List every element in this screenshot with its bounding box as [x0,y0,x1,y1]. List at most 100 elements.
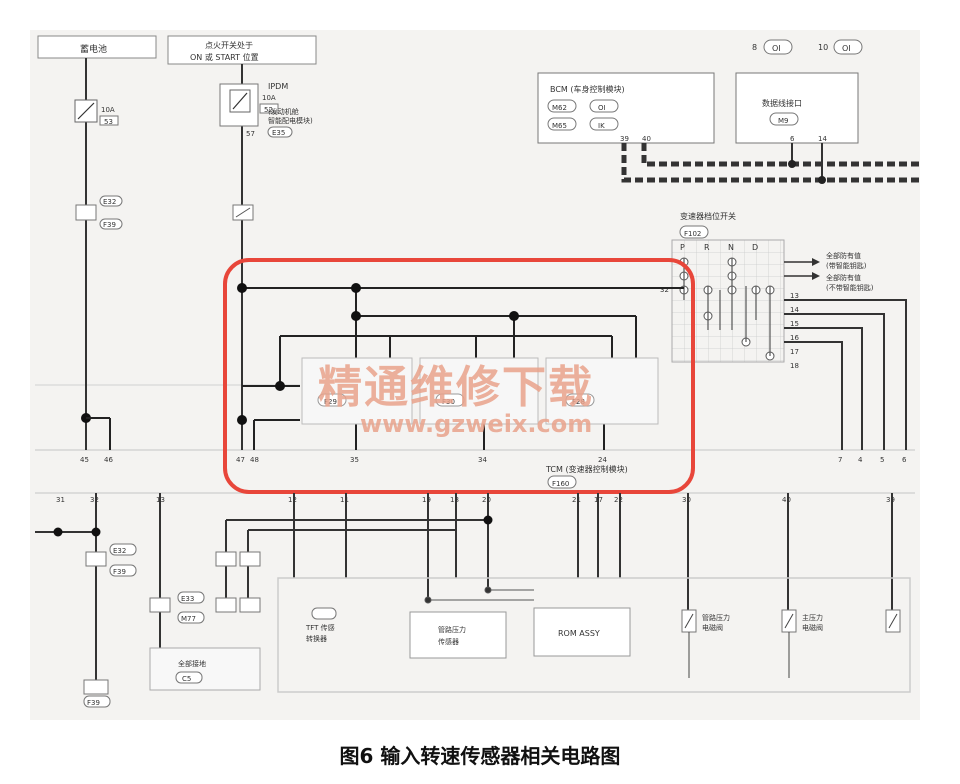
right-label-a1: 全部防有值 [826,251,861,260]
battery-label: 蓄电池 [80,43,107,55]
tcm-pin-22: 22 [614,496,623,504]
sensor-box-1 [301,357,413,425]
range-pin-16: 16 [790,334,799,342]
datalink-box [735,72,859,144]
battery-box [37,35,157,59]
tcm-pin-46: 46 [104,456,113,464]
tcm-conn: F160 [552,480,569,488]
datalink-conn: M9 [778,117,789,125]
tcm-pin-34: 34 [478,456,487,464]
bcm-conn1b: OI [598,104,606,112]
sensor-box-3 [545,357,659,425]
right-label-b1: 全部防有值 [826,273,861,282]
tcm-pin-35: 35 [350,456,359,464]
top-ref2-num: 10 [818,43,828,52]
tcm-pin-31: 31 [56,496,65,504]
datalink-pin-b: 14 [818,135,827,143]
range-switch-conn: F102 [684,230,701,238]
sol1-line2: 电磁阀 [702,623,723,632]
range-pin-17: 17 [790,348,799,356]
bcm-conn1: M62 [552,104,567,112]
watermark-url: www.gzweix.com [360,410,592,438]
watermark-cn: 精通维修下载 [318,362,594,413]
ipdm-line1: (发动机舱 [268,107,299,116]
bottom-conn-2: F39 [113,568,126,576]
fuse-ipdm-num: 52 [264,106,273,114]
sol1-line1: 管路压力 [702,613,730,622]
fuse-ipdm-rating: 10A [262,94,276,102]
sol2-line2: 电磁阀 [802,623,823,632]
tcm-pin-21: 21 [572,496,581,504]
tcm-pin-39: 39 [886,496,895,504]
top-ref2: OI [842,44,851,53]
tcm-pin-5: 5 [880,456,884,464]
bcm-pin-a: 39 [620,135,629,143]
bcm-conn2b: IK [598,122,605,130]
range-pin-32: 32 [660,286,669,294]
ground-module [149,647,261,691]
bottom-conn-1: E32 [113,547,126,555]
range-pin-15: 15 [790,320,799,328]
tcm-pin-45: 45 [80,456,89,464]
range-switch-grid [671,239,785,363]
conn-left-2: F39 [103,221,116,229]
tcm-pin-30: 30 [682,496,691,504]
tcm-pin-7: 7 [838,456,842,464]
bcm-conn2: M65 [552,122,567,130]
range-col-n: N [728,243,734,252]
tcm-pin-13: 13 [156,496,165,504]
ignition-line1: 点火开关处于 [205,40,253,50]
conn-left-1: E32 [103,198,116,206]
tcm-lower-frame [277,577,911,693]
bcm-pin-b: 40 [642,135,651,143]
range-col-r: R [704,243,710,252]
sensor-box-2 [419,357,539,425]
tcm-pin-19: 19 [422,496,431,504]
tcm-pin-48: 48 [250,456,259,464]
sensor-2-conn: F30 [442,398,455,406]
range-switch-title: 变速器档位开关 [680,211,736,221]
bottom-conn-4: M77 [181,615,196,623]
tcm-pin-6: 6 [902,456,907,464]
figure-caption: 图6 输入转速传感器相关电路图 [339,744,621,768]
tcm-pin-18: 18 [450,496,459,504]
ipdm-pin: 57 [246,130,255,138]
top-ref1: OI [772,44,781,53]
bottom-misc-ref: C5 [182,675,191,683]
right-label-b2: (不带智能钥匙) [826,283,874,292]
sensor-3-conn: F28 [572,398,585,406]
bottom-gnd-ref: F39 [87,699,100,707]
tcm-pin-24: 24 [598,456,607,464]
pressure-line1: 管路压力 [438,625,466,634]
rom-assy: ROM ASSY [558,629,600,638]
tcm-title: TCM (变速器控制模块) [545,464,628,474]
range-pin-13: 13 [790,292,799,300]
tcm-pin-20: 20 [482,496,491,504]
ipdm-conn: E35 [272,129,285,137]
tcm-pin-47: 47 [236,456,245,464]
highlight-frame [223,258,695,494]
tcm-pin-4: 4 [858,456,863,464]
range-col-d: D [752,243,758,252]
sol2-line1: 主压力 [802,613,823,622]
top-ref1-num: 8 [752,43,757,52]
pressure-sensor-box [409,611,507,659]
datalink-title: 数据线接口 [762,98,802,108]
pnp-line1: TFT 传感 [305,623,335,632]
pnp-line2: 转换器 [306,634,327,643]
ignition-line2: ON 或 START 位置 [190,52,259,62]
right-label-a2: (带智能钥匙) [826,261,867,270]
ipdm-title: IPDM [268,82,288,91]
range-pin-14: 14 [790,306,799,314]
ipdm-line2: 智能配电模块) [268,116,313,125]
fuse-left-num: 53 [104,118,113,126]
bcm-title: BCM (车身控制模块) [550,84,625,94]
bottom-conn-3: E33 [181,595,194,603]
sensor-1-conn: F29 [324,398,337,406]
ignition-box [167,35,317,65]
gnd-label: 全部接地 [178,659,206,668]
range-pin-18: 18 [790,362,799,370]
pressure-line2: 传感器 [438,637,459,646]
fuse-left-rating: 10A [101,106,115,114]
